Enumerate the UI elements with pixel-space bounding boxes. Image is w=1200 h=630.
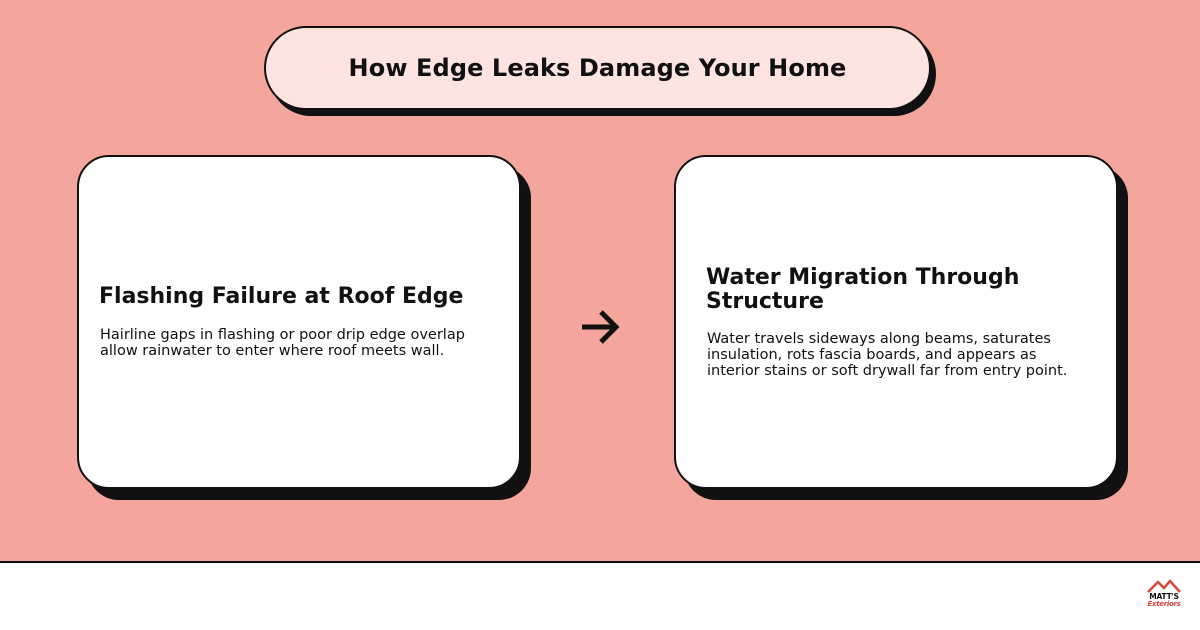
step-card-flashing-failure: Flashing Failure at Roof Edge Hairline g… — [77, 155, 521, 489]
logo-line-1: MATT'S — [1149, 592, 1179, 601]
step-description: Water travels sideways along beams, satu… — [707, 330, 1068, 379]
title-pill: How Edge Leaks Damage Your Home — [264, 26, 931, 110]
brand-logo: MATT'S Exteriors — [1142, 578, 1186, 614]
page-title: How Edge Leaks Damage Your Home — [348, 54, 847, 82]
step-title: Flashing Failure at Roof Edge — [99, 284, 464, 309]
diagram-panel: How Edge Leaks Damage Your Home Flashing… — [0, 0, 1200, 563]
step-title: Water Migration Through Structure — [706, 264, 1020, 314]
arrow-right-icon — [582, 310, 620, 344]
step-description: Hairline gaps in flashing or poor drip e… — [100, 327, 465, 359]
house-roof-icon — [1147, 579, 1181, 593]
logo-line-2: Exteriors — [1147, 600, 1181, 608]
step-card-water-migration: Water Migration Through Structure Water … — [674, 155, 1118, 489]
